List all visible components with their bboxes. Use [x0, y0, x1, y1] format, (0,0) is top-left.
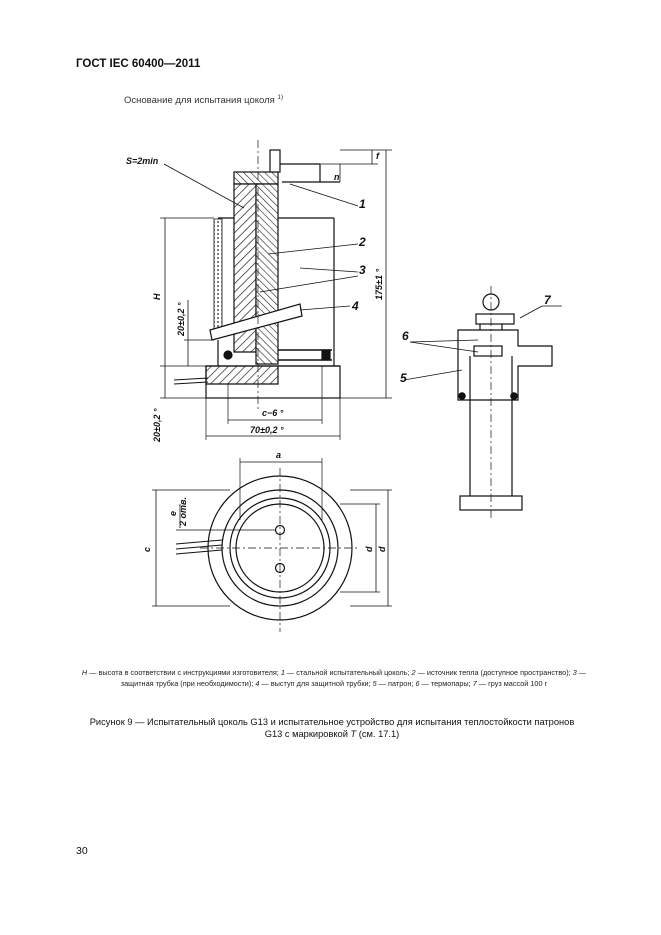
legend-key-3: 3 [572, 668, 577, 677]
label-dim-70: 70±0,2 ° [250, 425, 284, 435]
legend-key-2: 2 [411, 668, 416, 677]
page-number: 30 [76, 845, 88, 857]
label-item-3: 3 [359, 263, 366, 277]
label-item-5: 5 [400, 371, 407, 385]
legend-text-7: — груз массой 100 г [476, 679, 548, 688]
document-standard-header: ГОСТ IEC 60400—2011 [76, 58, 201, 70]
legend-text-3: — защитная трубка (при необходимости); [120, 668, 587, 688]
section-view [160, 140, 392, 440]
figure-legend: H — высота в соответствии с инструкциями… [80, 667, 588, 689]
plan-view [152, 458, 392, 632]
figure-caption: Рисунок 9 — Испытательный цоколь G13 и и… [82, 716, 582, 740]
label-item-4: 4 [351, 299, 359, 313]
label-d-outer: d [377, 546, 387, 552]
legend-key-7: 7 [472, 679, 477, 688]
label-item-1: 1 [359, 197, 366, 211]
legend-text-H: — высота в соответствии с инструкциями и… [87, 668, 281, 677]
label-d-inner: d [364, 546, 374, 552]
label-two-holes: 2 отв. [178, 497, 188, 527]
legend-text-4: — выступ для защитной трубки; [259, 679, 373, 688]
caption-main: Рисунок 9 — Испытательный цоколь G13 и и… [89, 717, 575, 739]
footnote-mark: 1) [277, 94, 284, 101]
legend-text-1: — стальной испытательный цоколь; [284, 668, 412, 677]
label-dim-c-minus-6: c−6 ° [262, 408, 284, 418]
legend-key-6: 6 [415, 679, 420, 688]
legend-key-4: 4 [255, 679, 260, 688]
label-c: c [142, 547, 152, 552]
label-dim-20-lower: 20±0,2 ° [152, 408, 162, 443]
label-item-7: 7 [544, 293, 552, 307]
label-item-6: 6 [402, 329, 409, 343]
label-s-min: S=2min [126, 156, 159, 166]
legend-key-H: H [81, 668, 88, 677]
label-n: n [334, 172, 340, 182]
label-e: e [168, 511, 178, 516]
label-dim-175: 175±1 ° [374, 269, 384, 300]
label-f: f [376, 151, 380, 161]
label-a: a [276, 450, 281, 460]
legend-key-1: 1 [280, 668, 285, 677]
caption-italic-mark: T [350, 729, 357, 739]
holder-device [403, 286, 562, 520]
figure-subtitle-text: Основание для испытания цоколя [124, 95, 278, 107]
label-dim-20-upper: 20±0,2 ° [176, 302, 186, 337]
caption-tail: (см. 17.1) [356, 729, 400, 739]
legend-key-5: 5 [372, 679, 377, 688]
technical-drawing: S=2min f n 1 2 3 4 H 20±0,2 ° 20±0,2 ° 1… [126, 140, 562, 632]
label-H: H [152, 293, 162, 300]
label-item-2: 2 [358, 235, 366, 249]
legend-text-2: — источник тепла (доступное пространство… [415, 668, 573, 677]
legend-text-6: — термопары; [419, 679, 473, 688]
figure-subtitle: Основание для испытания цоколя 1) [124, 94, 283, 106]
legend-text-5: — патрон; [376, 679, 416, 688]
